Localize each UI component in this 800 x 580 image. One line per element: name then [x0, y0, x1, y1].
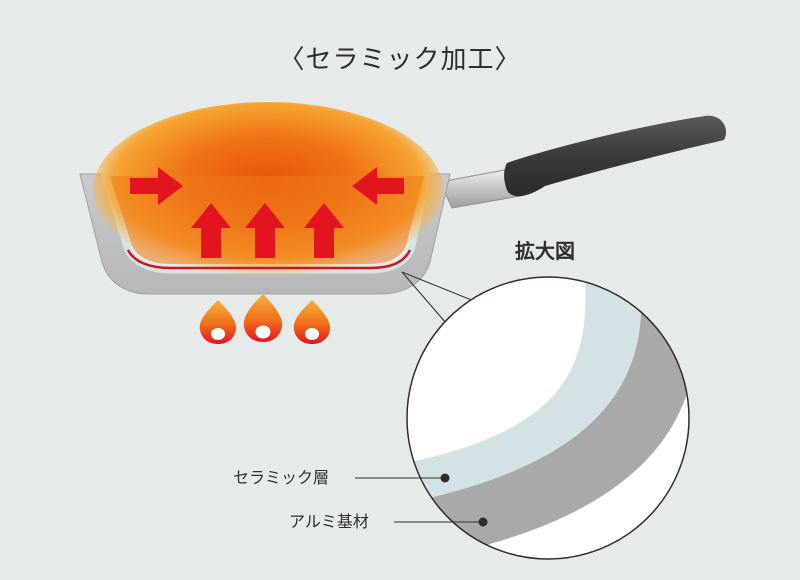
flame-icon [243, 294, 283, 342]
aluminum-layer-callout: アルミ基材 [289, 512, 488, 531]
heat-arrow-icon [130, 167, 183, 205]
heat-arrows [130, 167, 404, 258]
burner-flames [199, 294, 331, 344]
zoom-label: 拡大図 [515, 239, 575, 263]
pan-handle [439, 115, 726, 209]
flame-icon [293, 300, 331, 344]
ceramic-layer [410, 280, 642, 500]
zoom-circle [406, 276, 690, 560]
heat-arrow-icon [245, 203, 285, 258]
aluminum-layer-label: アルミ基材 [289, 512, 369, 531]
flame-icon [199, 300, 237, 344]
handle-grip [504, 115, 726, 197]
ceramic-layer-label: セラミック層 [233, 468, 329, 487]
heat-arrow-icon [352, 167, 404, 205]
heat-arrow-icon [304, 203, 344, 258]
zoom-callout [401, 271, 475, 324]
ceramic-layer-callout: セラミック層 [233, 468, 450, 487]
aluminum-layer-marker [478, 517, 488, 527]
heat-arrow-icon [191, 203, 231, 258]
page-title: 〈セラミック加工〉 [278, 45, 521, 75]
ceramic-layer-marker [440, 473, 450, 483]
aluminum-layer [420, 280, 689, 559]
pan-heat-line [126, 249, 412, 270]
